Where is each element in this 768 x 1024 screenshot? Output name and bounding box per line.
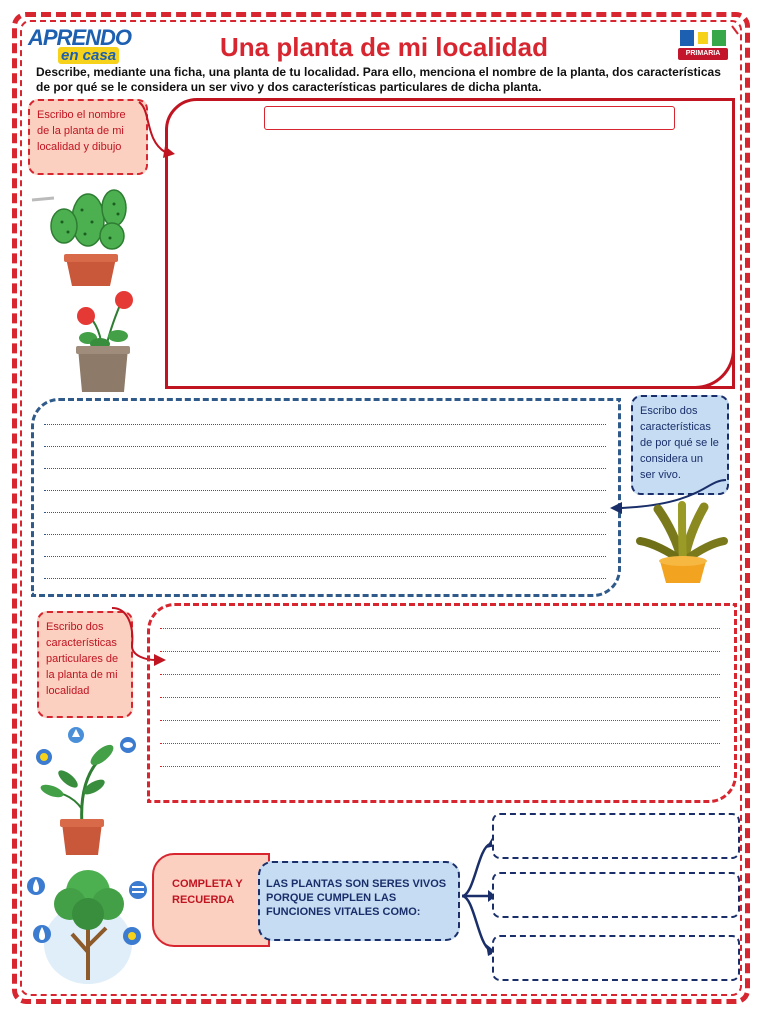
- plant-name-field[interactable]: [264, 106, 675, 130]
- writing-line: [44, 556, 606, 557]
- living-characteristics-area[interactable]: [31, 398, 621, 597]
- writing-line: [160, 720, 720, 721]
- living-label: Escribo dos características de por qué s…: [631, 395, 729, 495]
- drawing-area[interactable]: [165, 98, 735, 389]
- writing-line: [160, 743, 720, 744]
- writing-line: [44, 534, 606, 535]
- geranium-icon: [76, 291, 133, 392]
- vital-function-answer-1[interactable]: [492, 813, 740, 859]
- particular-characteristics-area[interactable]: [147, 603, 737, 803]
- name-label: Escribo el nombre de la planta de mi loc…: [28, 99, 148, 175]
- tree-icon: [27, 870, 147, 984]
- outer-border: [12, 12, 750, 1004]
- cactus-icon: [31, 189, 127, 286]
- agave-plant-icon: [636, 501, 728, 583]
- living-arrow-icon: [610, 479, 727, 514]
- writing-line: [160, 674, 720, 675]
- writing-line: [160, 628, 720, 629]
- writing-line: [160, 766, 720, 767]
- vital-function-answer-3[interactable]: [492, 935, 740, 981]
- seedling-icon: [36, 727, 136, 855]
- writing-line: [160, 651, 720, 652]
- writing-line: [44, 512, 606, 513]
- grade-badge-icon: [674, 25, 739, 48]
- statement-box: LAS PLANTAS SON SERES VIVOS PORQUE CUMPL…: [258, 861, 460, 941]
- writing-line: [44, 490, 606, 491]
- grade-badge: PRIMARIA: [678, 48, 728, 60]
- particular-arrow-icon: [111, 607, 166, 666]
- logo-aprendo: APRENDO: [28, 25, 132, 50]
- instructions-text: Describe, mediante una ficha, una planta…: [36, 65, 721, 94]
- completa-label: COMPLETA Y RECUERDA: [172, 878, 243, 906]
- particular-label: Escribo dos características particulares…: [37, 611, 133, 718]
- logo-en-casa: en casa: [58, 47, 120, 64]
- inner-border: [20, 20, 742, 996]
- writing-line: [44, 468, 606, 469]
- writing-line: [44, 424, 606, 425]
- vital-function-answer-2[interactable]: [492, 872, 740, 918]
- writing-line: [160, 697, 720, 698]
- writing-line: [44, 578, 606, 579]
- page-title: Una planta de mi localidad: [220, 32, 548, 62]
- writing-line: [44, 446, 606, 447]
